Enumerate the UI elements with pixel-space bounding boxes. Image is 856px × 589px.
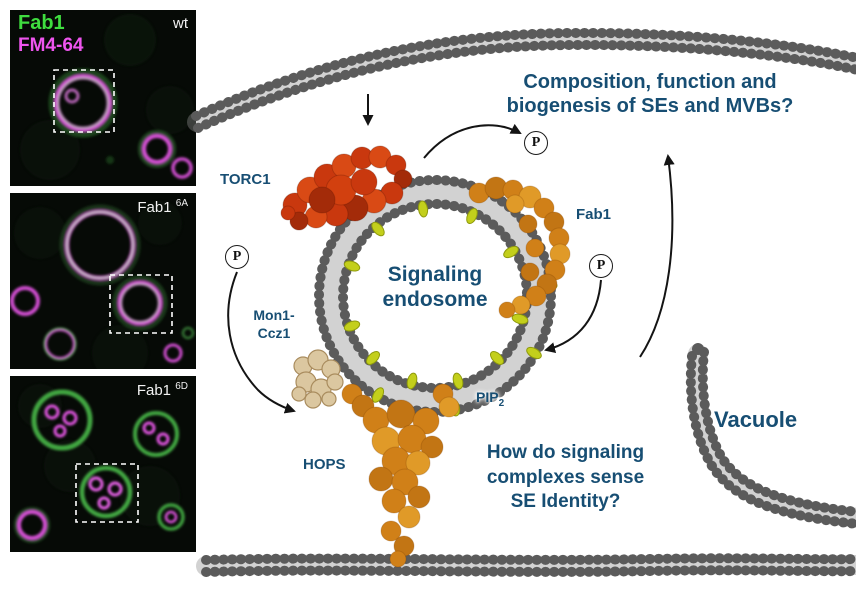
condition-label-6a: Fab1 6A (137, 198, 188, 216)
condition-label-wt: wt (173, 15, 188, 32)
hops-label: HOPS (303, 456, 346, 473)
torc1-label: TORC1 (220, 171, 271, 188)
phospho-badge-left: P (225, 245, 249, 269)
vacuole-membrane (685, 343, 856, 529)
arrow-phospho-top (423, 123, 522, 159)
mon1-ccz1-label: Mon1- Ccz1 (253, 307, 295, 341)
selection-box (75, 463, 139, 523)
vacuole-label: Vacuole (714, 407, 798, 432)
question-composition: Composition, function and biogenesis of … (506, 71, 794, 117)
condition-label-6d: Fab1 6D (136, 381, 188, 399)
mon1-ccz1-complex (291, 349, 344, 409)
channel-label-fm464: FM4-64 (18, 35, 84, 56)
hops-complex (341, 383, 460, 568)
pip2-label: PIP2 (476, 389, 505, 409)
cells (14, 389, 185, 543)
fab1-label: Fab1 (576, 206, 612, 223)
background-haze (14, 201, 182, 369)
membrane-bottom (196, 553, 856, 577)
micrograph-6d-image (10, 376, 196, 552)
plasma-membrane-top (187, 27, 856, 133)
selection-box (109, 274, 173, 334)
channel-label-fab1: Fab1 (18, 12, 65, 34)
selection-box (53, 69, 115, 133)
micrograph-6a-image (10, 193, 196, 369)
signaling-endosome-title: Signaling endosome (382, 263, 488, 312)
phospho-badge-right: P (589, 254, 613, 278)
micrograph-panel-fab1-6a: Fab1 6A (10, 193, 196, 369)
question-se-identity: How do signaling complexes sense SE Iden… (486, 442, 645, 513)
phospho-badge-top: P (524, 131, 548, 155)
cells (10, 204, 195, 363)
torc1-complex (280, 145, 413, 231)
micrograph-wt-image (10, 10, 196, 186)
arrow-maturation (639, 154, 675, 358)
arrow-phospho-left (227, 271, 296, 414)
fab1-complex (468, 176, 571, 319)
background-haze (20, 14, 194, 180)
background-haze (18, 384, 180, 526)
arrow-phospho-right (544, 279, 602, 354)
micrograph-panel-fab1-6d: Fab1 6D (10, 376, 196, 552)
cells (48, 68, 193, 179)
micrograph-panel-wt: Fab1 FM4-64 wt (10, 10, 196, 186)
